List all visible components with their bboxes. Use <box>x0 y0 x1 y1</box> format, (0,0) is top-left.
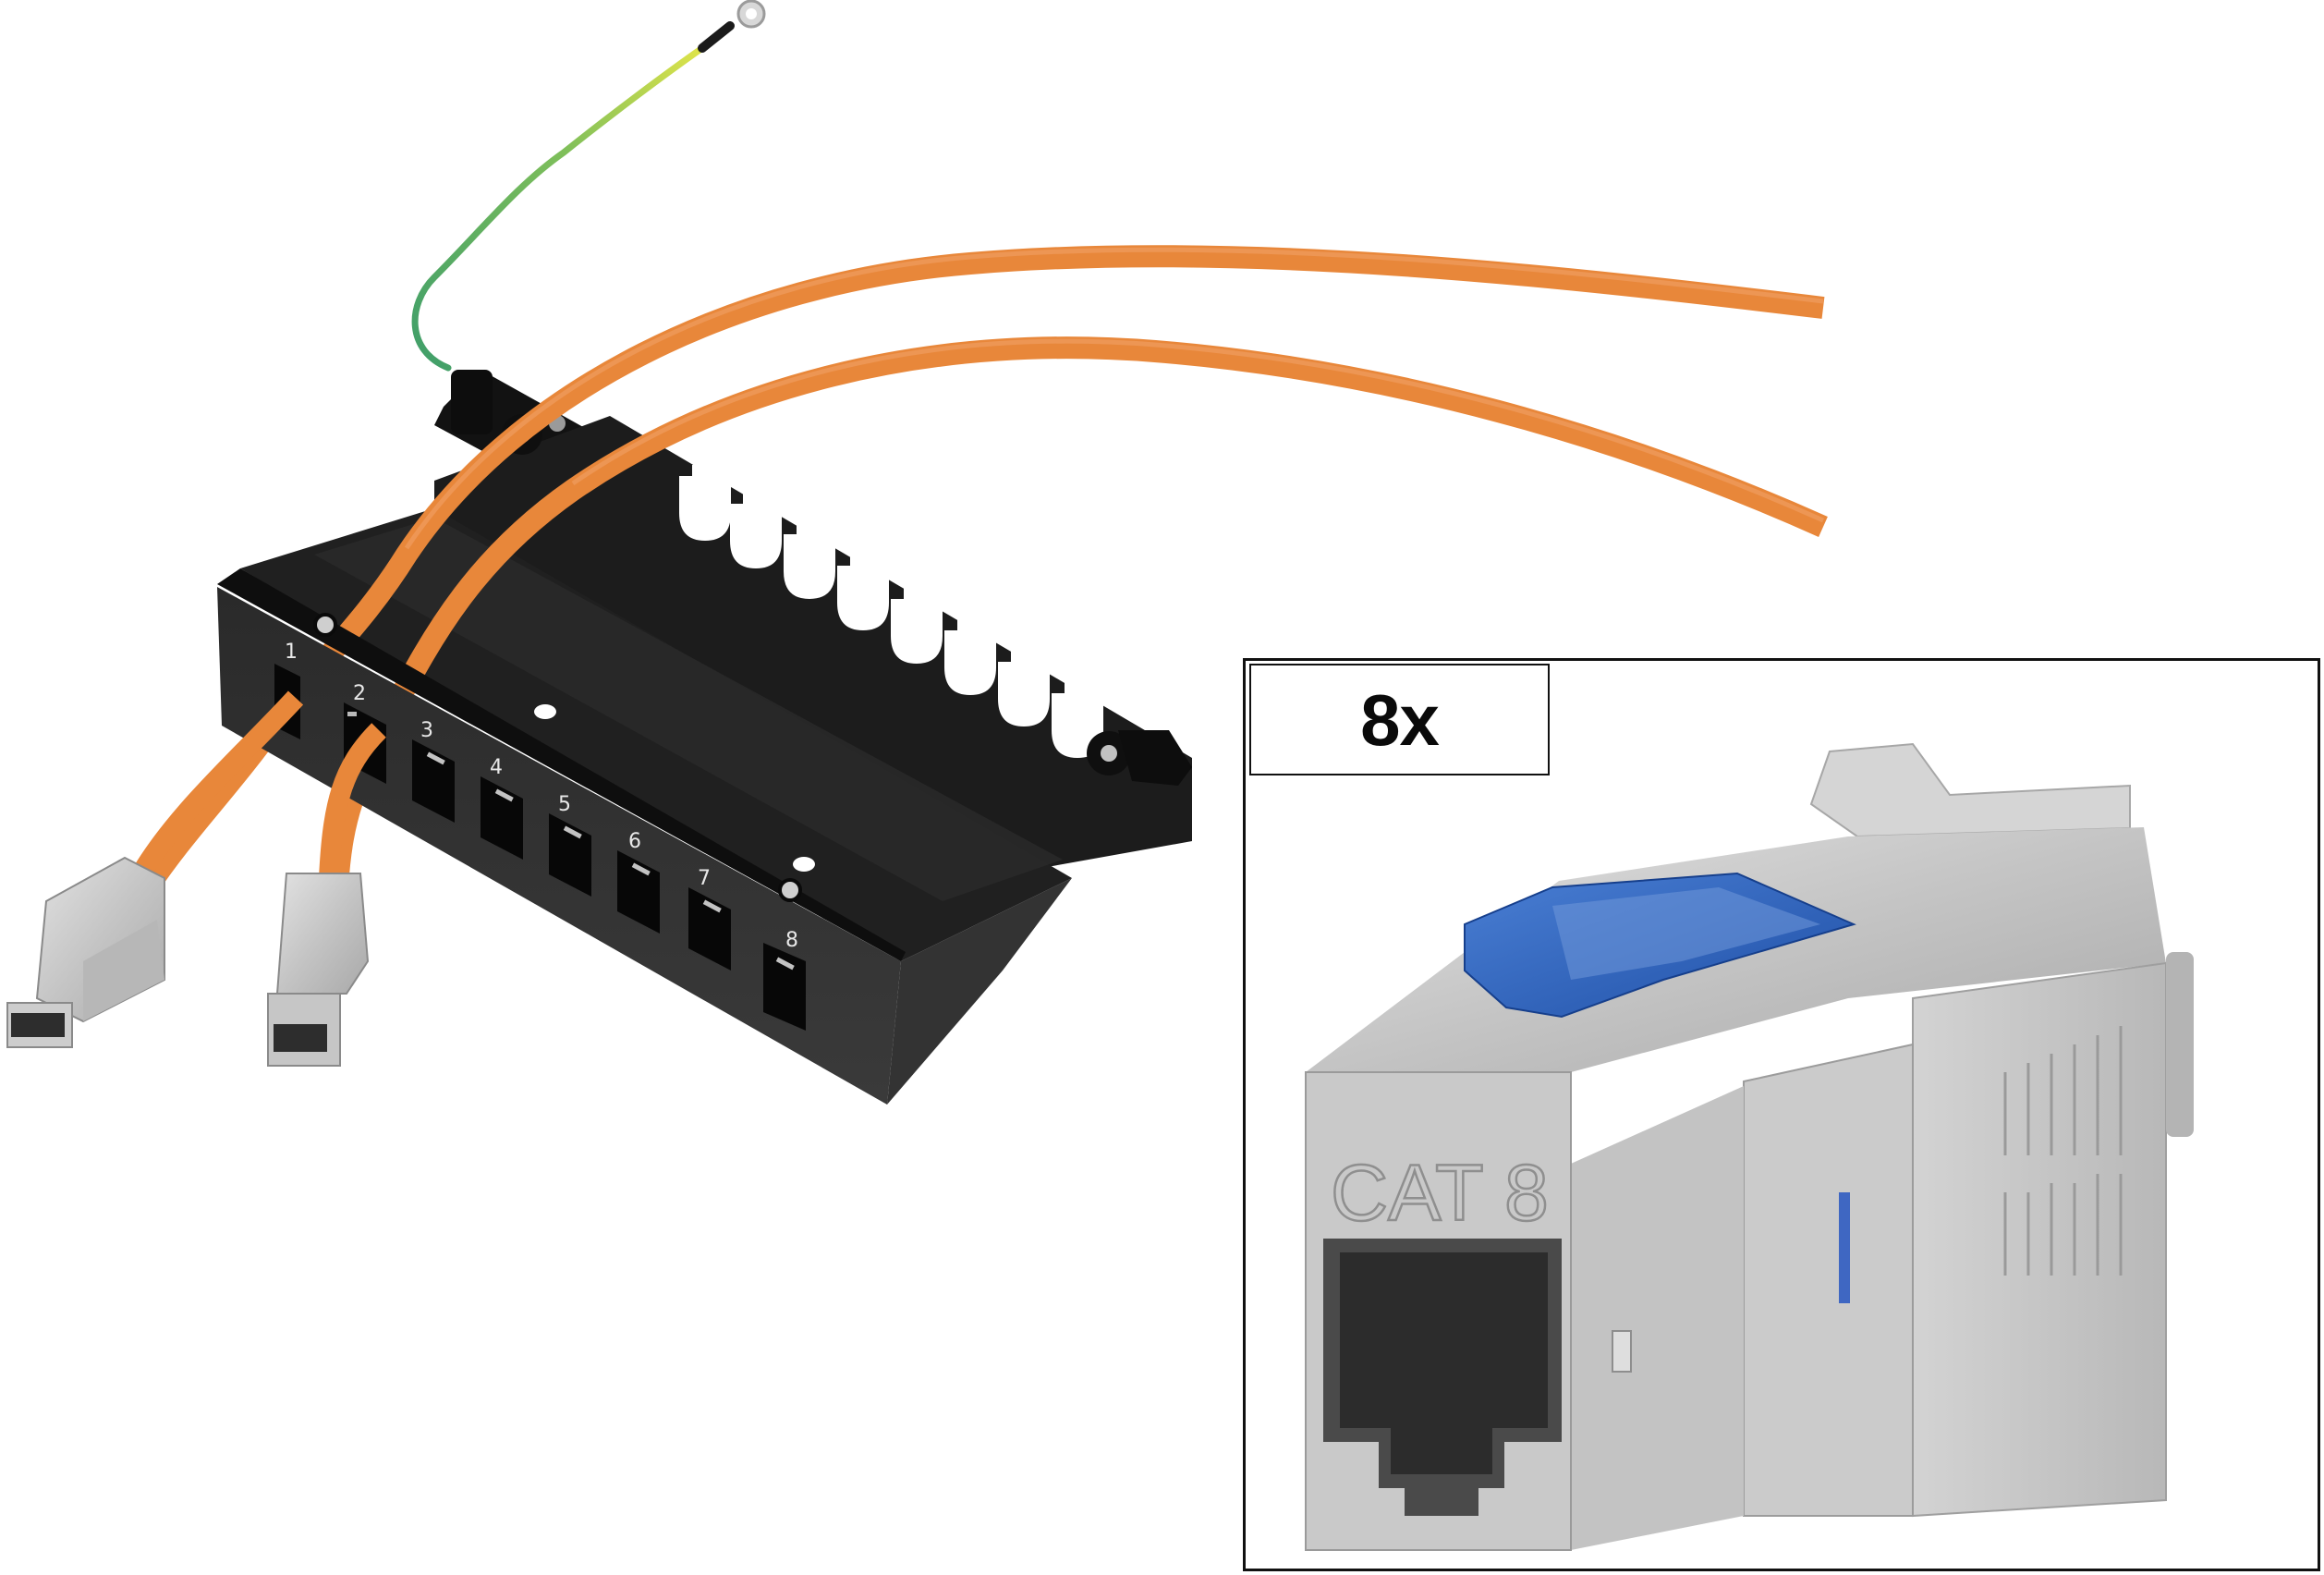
keystone-jack-on-cable-1 <box>6 856 165 1048</box>
ground-wire <box>411 0 766 372</box>
port-7: 7 <box>688 867 731 971</box>
port-5: 5 <box>549 793 591 897</box>
cable-guide-slots <box>679 465 1103 758</box>
jack-grip-ridges <box>2003 1026 2123 1276</box>
port-3: 3 <box>412 719 455 823</box>
quantity-label-box: 8x <box>1249 664 1550 775</box>
panel-screw-left <box>313 613 337 637</box>
mounting-clip-right <box>1087 730 1192 786</box>
inset-keystone-jack: CAT 8 <box>1305 742 2194 1551</box>
port-label: 8 <box>785 929 798 952</box>
cable-management-bracket <box>434 370 1192 887</box>
port-label: 2 <box>353 682 366 705</box>
cable-front-segments <box>129 690 386 884</box>
port-4: 4 <box>481 756 523 860</box>
port-label: 7 <box>698 867 711 890</box>
cat8-marking: CAT 8 <box>1331 1149 1549 1238</box>
inset-frame <box>1243 658 2320 1571</box>
port-8: 8 <box>763 929 806 1031</box>
panel-screw-right <box>778 878 802 902</box>
port-6: 6 <box>617 830 660 934</box>
port-label: 4 <box>490 756 503 779</box>
patch-panel-assembly: 1 2 3 4 5 <box>6 0 1828 1105</box>
port-label: 6 <box>628 830 641 853</box>
rj45-opening <box>1323 1239 1562 1516</box>
port-label: 3 <box>420 719 433 742</box>
patch-panel-front: 1 2 3 4 5 <box>217 568 1072 1105</box>
blue-latch <box>1464 872 1856 1019</box>
port-label: 1 <box>285 641 298 664</box>
quantity-label: 8x <box>1360 678 1440 761</box>
keystone-jack-on-cable-2 <box>267 873 370 1067</box>
port-label: 5 <box>558 793 571 816</box>
